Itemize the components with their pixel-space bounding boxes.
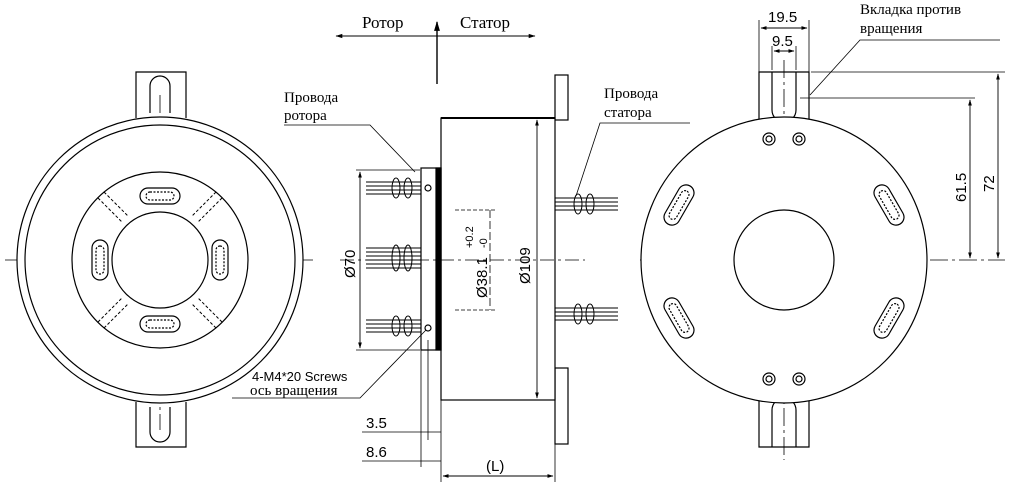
anti-rotation-label-2: вращения xyxy=(860,21,923,37)
dim-d38: Ø38.1 xyxy=(474,257,491,298)
screws-label: 4-M4*20 Screws xyxy=(252,369,348,384)
dim-d109: Ø109 xyxy=(517,247,534,284)
dim-61-5: 61.5 xyxy=(953,173,970,202)
rotor-wires-label-1: Провода xyxy=(284,90,339,106)
dim-9-5: 9.5 xyxy=(772,33,793,50)
rotor-face-view xyxy=(5,71,315,448)
dim-19-5: 19.5 xyxy=(768,9,797,26)
dim-length: (L) xyxy=(486,458,504,475)
dim-tol-minus: -0 xyxy=(478,238,490,248)
stator-face-view xyxy=(640,20,1005,460)
rotor-wires-label-2: ротора xyxy=(284,108,327,124)
dim-8-6: 8.6 xyxy=(366,444,387,461)
dim-tol-plus: +0.2 xyxy=(464,226,476,248)
axis-label: ось вращения xyxy=(250,383,338,399)
rotor-label: Ротор xyxy=(362,13,404,32)
side-view xyxy=(232,21,690,482)
dim-72: 72 xyxy=(981,175,998,192)
stator-wires-label-2: статора xyxy=(604,105,652,121)
dim-d70: Ø70 xyxy=(342,250,359,278)
stator-label: Статор xyxy=(460,13,510,32)
stator-wires-label-1: Провода xyxy=(604,86,659,102)
anti-rotation-label-1: Вкладка против xyxy=(860,2,961,18)
dim-3-5: 3.5 xyxy=(366,415,387,432)
